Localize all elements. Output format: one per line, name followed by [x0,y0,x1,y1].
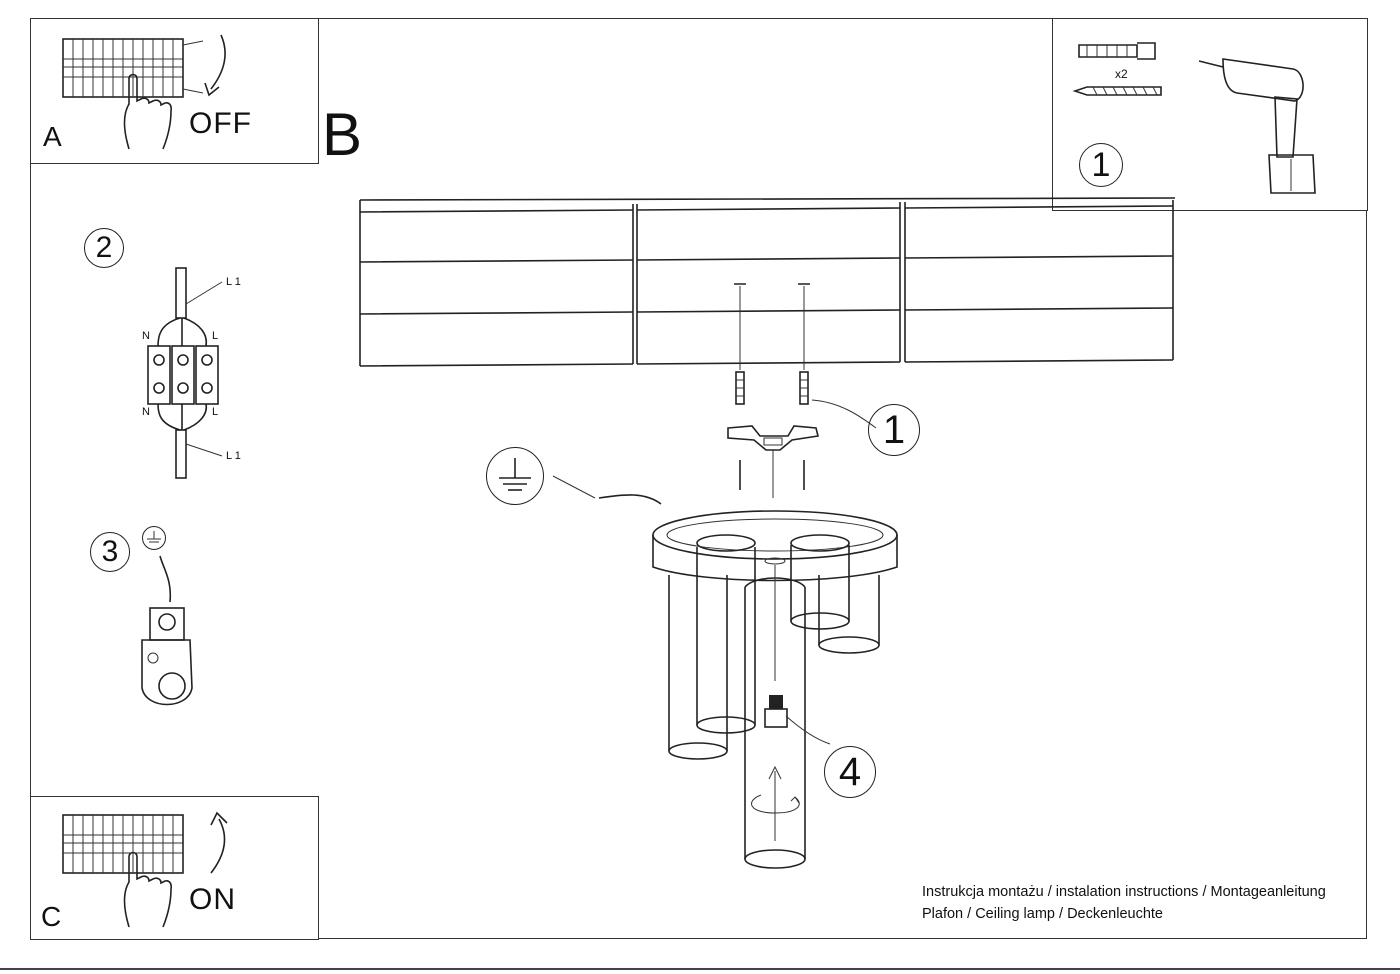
terminal-block-diagram [147,267,223,479]
wire-label-n-top: N [142,330,150,342]
wire-label-l-top: L [212,330,219,342]
wire-label-l1-top: L 1 [226,276,241,288]
panel-a-letter: A [43,121,62,152]
wall-plug-right [799,371,809,405]
footer-title: Instrukcja montażu / instalation instruc… [922,884,1326,900]
earth-ground-icon-small [142,526,166,550]
screw-step-number: 4 [824,746,876,798]
wire-label-n-bottom: N [142,406,150,418]
switch-on-arrow-icon [210,811,228,874]
ground-step-number: 3 [90,532,130,572]
wall-plug-left [735,371,745,405]
tools-panel: x2 1 [1052,18,1368,211]
wire-label-l1-bottom: L 1 [226,450,241,462]
diagram-frame [30,18,1367,939]
circuit-breaker-icon [62,814,184,874]
panel-c: C ON [30,796,319,940]
callout-leader-4 [785,715,831,745]
panel-a-off-label: OFF [189,107,252,140]
ceiling-lamp [652,510,898,869]
tools-step-number: 1 [1079,143,1123,187]
quantity-label: x2 [1115,67,1128,81]
footer-subtitle: Plafon / Ceiling lamp / Deckenleuchte [922,906,1163,922]
hand-pointer-icon [123,73,172,150]
wiring-step-number: 2 [84,228,124,268]
wall-plug-icon [1078,42,1156,60]
wire-label-l-bottom: L [212,406,219,418]
power-drill-icon [1198,58,1316,194]
ground-terminal [141,555,193,706]
panel-a: A OFF [30,18,319,164]
earth-ground-icon [486,447,544,505]
ceiling-planks [359,197,1176,367]
hand-pointer-icon [123,851,172,928]
mounting-hardware [727,283,819,498]
panel-c-letter: C [41,901,62,932]
section-b-letter: B [322,101,363,168]
panel-c-on-label: ON [189,883,236,916]
switch-off-arrow-icon [204,34,226,97]
screw-icon [1072,86,1162,96]
bottom-divider [0,968,1400,970]
circuit-breaker-icon [62,38,204,98]
mount-step-number: 1 [868,404,920,456]
mounting-bracket [727,425,819,451]
ground-wire [552,475,662,505]
